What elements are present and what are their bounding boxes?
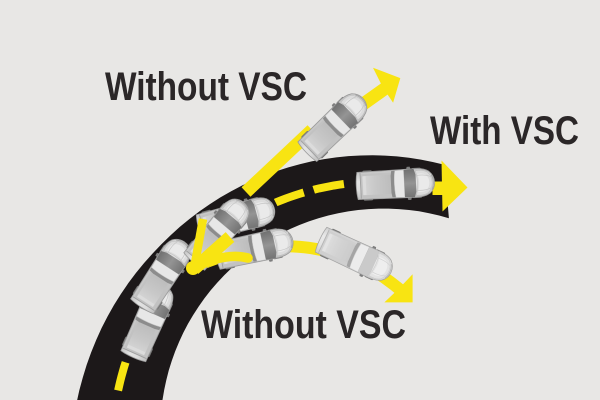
svg-text:With VSC: With VSC	[430, 109, 579, 153]
svg-text:Without VSC: Without VSC	[105, 65, 307, 109]
svg-text:Without VSC: Without VSC	[201, 303, 406, 347]
